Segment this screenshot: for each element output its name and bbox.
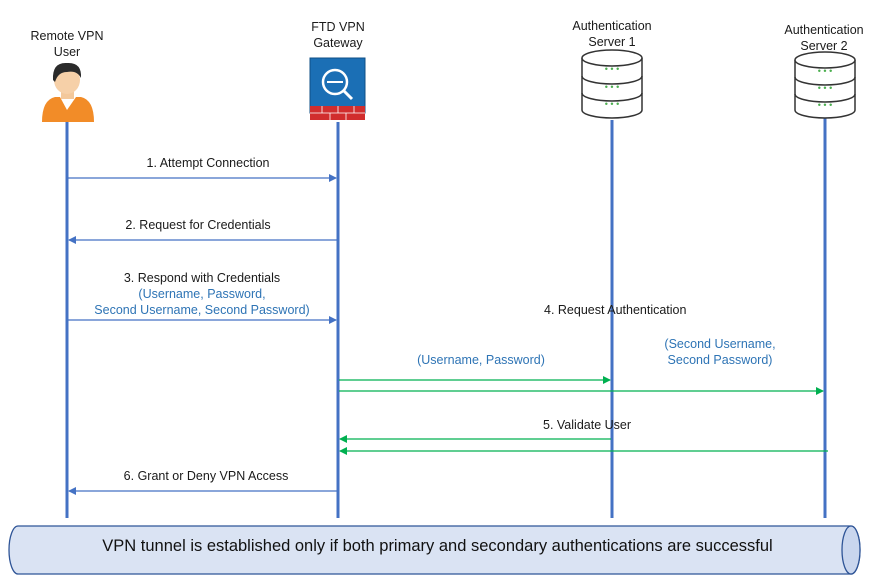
message-label-2: 2. Request for Credentials (125, 218, 271, 232)
svg-text:• • •: • • • (818, 100, 832, 110)
message-label-4: 4. Request Authentication (544, 303, 687, 317)
tunnel-banner (8, 525, 861, 575)
message-label-3-title: 3. Respond with Credentials (123, 271, 281, 285)
svg-text:• • •: • • • (605, 99, 619, 109)
tunnel-banner-text: VPN tunnel is established only if both p… (102, 537, 773, 555)
message-label-6: 6. Grant or Deny VPN Access (123, 469, 289, 483)
message-label-5: 5. Validate User (543, 418, 632, 432)
message-label-3-detail-2: Second Username, Second Password) (94, 303, 310, 317)
svg-text:• • •: • • • (605, 82, 619, 92)
svg-text:• • •: • • • (605, 64, 619, 74)
message-label-4-secondary: (Second Username,Second Password) (664, 337, 776, 367)
message-label-3-detail-1: (Username, Password, (138, 287, 266, 301)
message-label-3: 3. Respond with Credentials (Username, P… (94, 270, 309, 318)
message-label-4-primary: (Username, Password) (417, 353, 545, 367)
database-server-icon: • • • • • • • • • (581, 49, 643, 119)
svg-text:• • •: • • • (818, 83, 832, 93)
svg-text:• • •: • • • (818, 66, 832, 76)
database-server-icon: • • • • • • • • • (794, 51, 856, 119)
firewall-icon (309, 57, 366, 120)
message-label-1: 1. Attempt Connection (146, 156, 270, 170)
person-icon (42, 62, 94, 122)
